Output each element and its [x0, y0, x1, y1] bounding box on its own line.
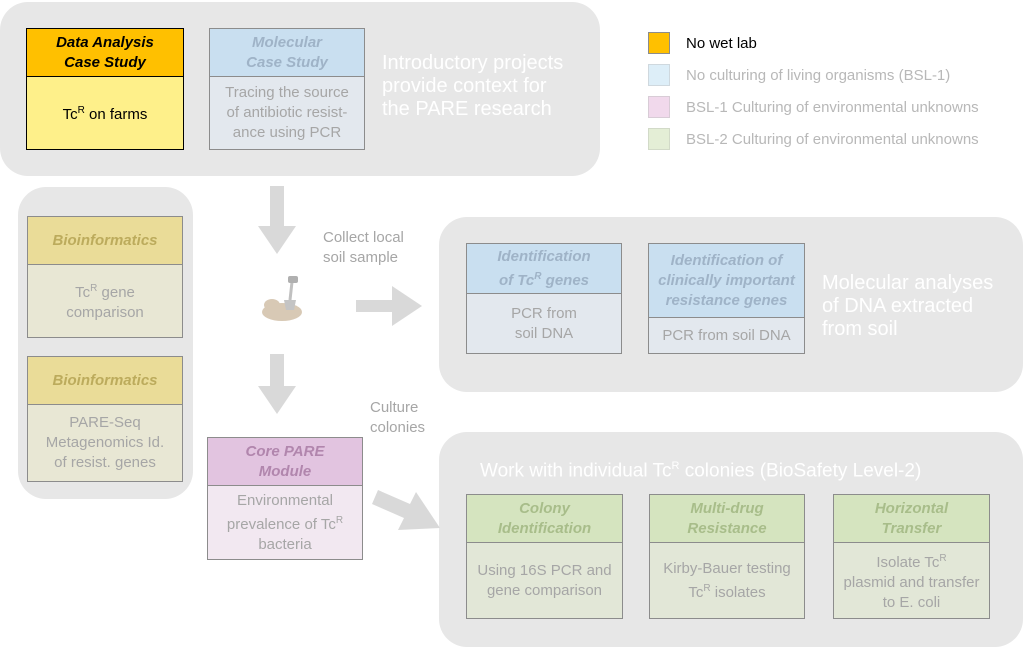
molecular-panel-title: Molecular analyses of DNA extracted from… [822, 272, 994, 340]
data-analysis-case-study-card: Data Analysis Case Study TcR on farms [26, 28, 184, 150]
bioinformatics-card-1: Bioinformatics TcR gene comparison [27, 216, 183, 338]
horizontal-transfer-body: Isolate TcR plasmid and transfer to E. c… [843, 552, 980, 611]
shovel-icon [262, 276, 302, 321]
legend-swatch [648, 128, 670, 150]
bioinformatics-card-2-title: Bioinformatics [28, 357, 182, 405]
legend-swatch [648, 96, 670, 118]
data-analysis-card-body: TcR on farms [62, 105, 148, 123]
colony-identification-body: Using 16S PCR and gene comparison [477, 561, 612, 599]
arrow-down-1 [258, 186, 296, 254]
identification-tc-genes-body: PCR from soil DNA [511, 304, 577, 342]
multi-drug-resistance-body: Kirby-Bauer testing TcR isolates [663, 559, 791, 601]
molecular-case-card-body: Tracing the source of antibiotic resist-… [225, 84, 349, 141]
multi-drug-resistance-card: Multi-drug Resistance Kirby-Bauer testin… [649, 494, 805, 619]
legend-swatch [648, 32, 670, 54]
legend-no-culturing: No culturing of living organisms (BSL-1) [648, 64, 950, 86]
horizontal-transfer-card: Horizontal Transfer Isolate TcR plasmid … [833, 494, 990, 619]
intro-panel-title: Introductory projects provide context fo… [382, 52, 564, 120]
arrow-right-1 [356, 286, 422, 326]
core-pare-module-body: Environmental prevalence of TcR bacteria [226, 491, 344, 553]
identification-clinical-genes-card: Identification of clinically important r… [648, 243, 805, 354]
core-pare-module-title: Core PARE Module [208, 438, 362, 486]
arrow-diagonal [372, 490, 440, 530]
identification-clinical-genes-title: Identification of clinically important r… [649, 244, 804, 318]
collect-soil-annotation: Collect local soil sample [323, 229, 404, 266]
molecular-case-card-title: Molecular Case Study [210, 29, 364, 77]
horizontal-transfer-title: Horizontal Transfer [834, 495, 989, 543]
legend-bsl1-culturing: BSL-1 Culturing of environmental unknown… [648, 96, 979, 118]
bioinformatics-card-2-body: PARE-Seq Metagenomics Id. of resist. gen… [45, 414, 165, 471]
identification-tc-genes-title: Identification of TcR genes [467, 244, 621, 294]
bioinformatics-card-1-body: TcR gene comparison [66, 283, 144, 321]
identification-clinical-genes-body: PCR from soil DNA [662, 326, 791, 344]
legend-bsl2-culturing: BSL-2 Culturing of environmental unknown… [648, 128, 979, 150]
multi-drug-resistance-title: Multi-drug Resistance [650, 495, 804, 543]
legend-no-wet-lab: No wet lab [648, 32, 757, 54]
colony-identification-card: Colony Identification Using 16S PCR and … [466, 494, 623, 619]
molecular-case-study-card: Molecular Case Study Tracing the source … [209, 28, 365, 150]
core-pare-module-card: Core PARE Module Environmental prevalenc… [207, 437, 363, 560]
arrow-down-2 [258, 354, 296, 414]
bsl2-panel-title: Work with individual TcR colonies (BioSa… [480, 460, 922, 482]
bioinformatics-card-1-title: Bioinformatics [28, 217, 182, 265]
data-analysis-card-title: Data Analysis Case Study [27, 29, 183, 77]
legend-swatch [648, 64, 670, 86]
identification-tc-genes-card: Identification of TcR genes PCR from soi… [466, 243, 622, 354]
culture-colonies-annotation: Culture colonies [370, 399, 426, 436]
bioinformatics-card-2: Bioinformatics PARE-Seq Metagenomics Id.… [27, 356, 183, 482]
colony-identification-title: Colony Identification [467, 495, 622, 543]
